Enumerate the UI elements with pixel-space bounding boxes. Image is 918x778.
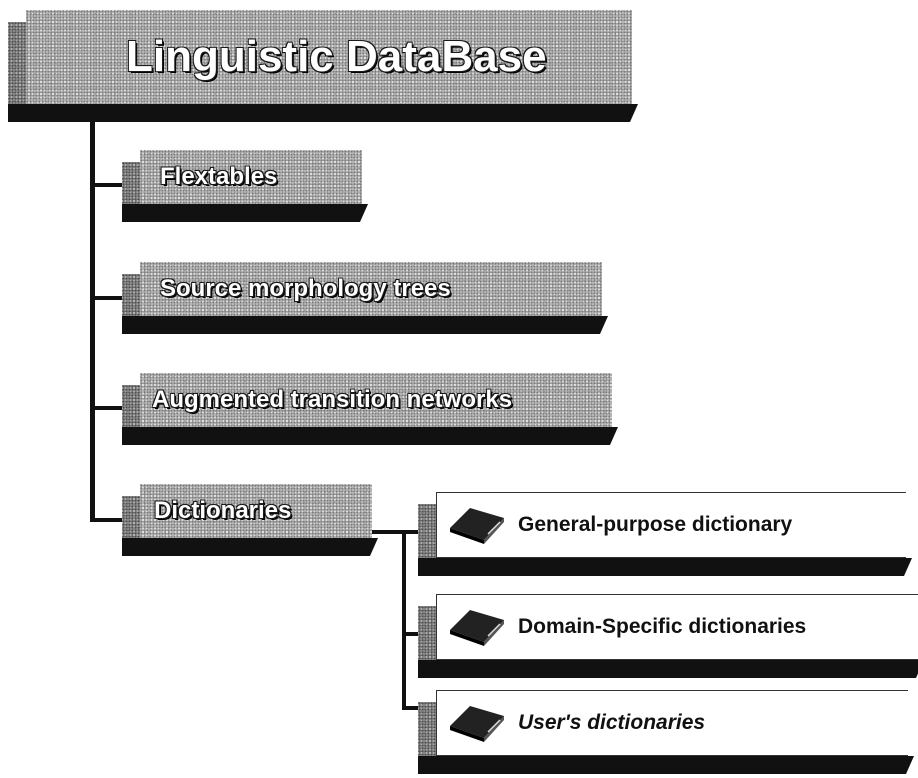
trunk-line xyxy=(90,120,95,522)
book-icon xyxy=(450,706,504,742)
branch-label: Flextables xyxy=(160,163,278,190)
dict-connector-domain xyxy=(402,632,432,636)
dict-label: Domain-Specific dictionaries xyxy=(518,615,807,638)
branch-node-dictionaries: Dictionaries xyxy=(122,484,372,556)
dict-connector-horizontal xyxy=(368,530,432,534)
root-title: Linguistic DataBase xyxy=(126,32,547,81)
branch-connector-dictionaries xyxy=(90,518,146,522)
branch-connector-atn xyxy=(90,406,146,410)
dict-connector-user xyxy=(402,706,432,710)
branch-label: Augmented transition networks xyxy=(152,386,513,413)
book-icon xyxy=(450,610,504,646)
book-icon xyxy=(450,508,504,544)
root-node: Linguistic DataBase xyxy=(8,10,632,122)
branch-connector-flextables xyxy=(90,183,146,187)
branch-node-flextables: Flextables xyxy=(122,150,362,222)
branch-label: Source morphology trees xyxy=(160,275,451,302)
dict-label: General-purpose dictionary xyxy=(518,513,793,536)
dict-node-users: User's dictionaries xyxy=(418,690,908,774)
branch-label: Dictionaries xyxy=(154,497,292,524)
dict-label: User's dictionaries xyxy=(518,711,706,734)
branch-node-augmented-transition-networks: Augmented transition networks xyxy=(122,373,612,445)
branch-node-source-morphology-trees: Source morphology trees xyxy=(122,262,602,334)
dict-node-domain-specific: Domain-Specific dictionaries xyxy=(418,594,918,678)
dict-trunk-line xyxy=(402,530,406,710)
dict-node-general-purpose: General-purpose dictionary xyxy=(418,492,906,576)
branch-connector-morphology xyxy=(90,296,146,300)
